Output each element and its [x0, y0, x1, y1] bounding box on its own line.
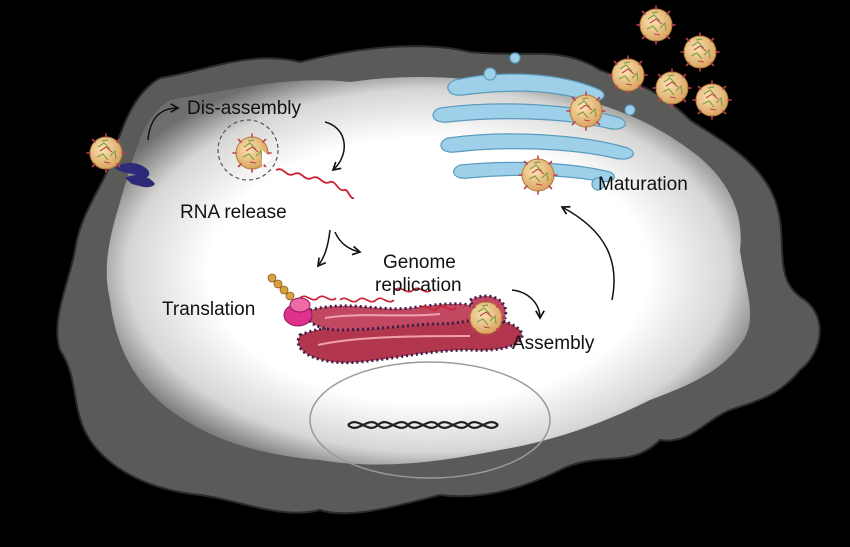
arrow-entry — [147, 103, 180, 141]
virion-icon — [518, 155, 558, 195]
virion-icon — [692, 80, 732, 120]
virion-icon — [217, 119, 279, 181]
receptor-icon — [115, 162, 155, 188]
virion-icon — [566, 91, 606, 131]
arrow-replication-to-assembly — [511, 289, 545, 320]
golgi-icon — [432, 52, 636, 191]
virion-icon — [466, 298, 506, 338]
label-maturation: Maturation — [598, 174, 688, 195]
virion-icon — [86, 133, 126, 173]
label-rna-release: RNA release — [180, 202, 287, 223]
virion-icon — [608, 55, 648, 95]
arrow-rna-to-replication — [334, 231, 362, 256]
rna-strand-icon — [275, 168, 355, 200]
pathway-arrows — [147, 103, 615, 320]
virion-icon — [636, 5, 676, 45]
label-disassembly: Dis-assembly — [187, 98, 302, 119]
rna-strand-icon — [299, 287, 457, 311]
arrow-assembly-to-maturation — [560, 205, 615, 301]
virion-icon — [652, 68, 692, 108]
label-genome-replication-1: Genome — [383, 252, 456, 273]
label-assembly: Assembly — [512, 333, 595, 354]
dna-icon — [347, 421, 499, 429]
nucleus-icon — [309, 361, 551, 479]
arrow-rna-to-translation — [316, 229, 331, 268]
label-genome-replication-2: replication — [375, 275, 462, 296]
ribosome-icon — [267, 273, 313, 327]
label-translation: Translation — [162, 299, 255, 320]
arrow-disassembly — [324, 121, 345, 172]
virion-icon — [680, 32, 720, 72]
